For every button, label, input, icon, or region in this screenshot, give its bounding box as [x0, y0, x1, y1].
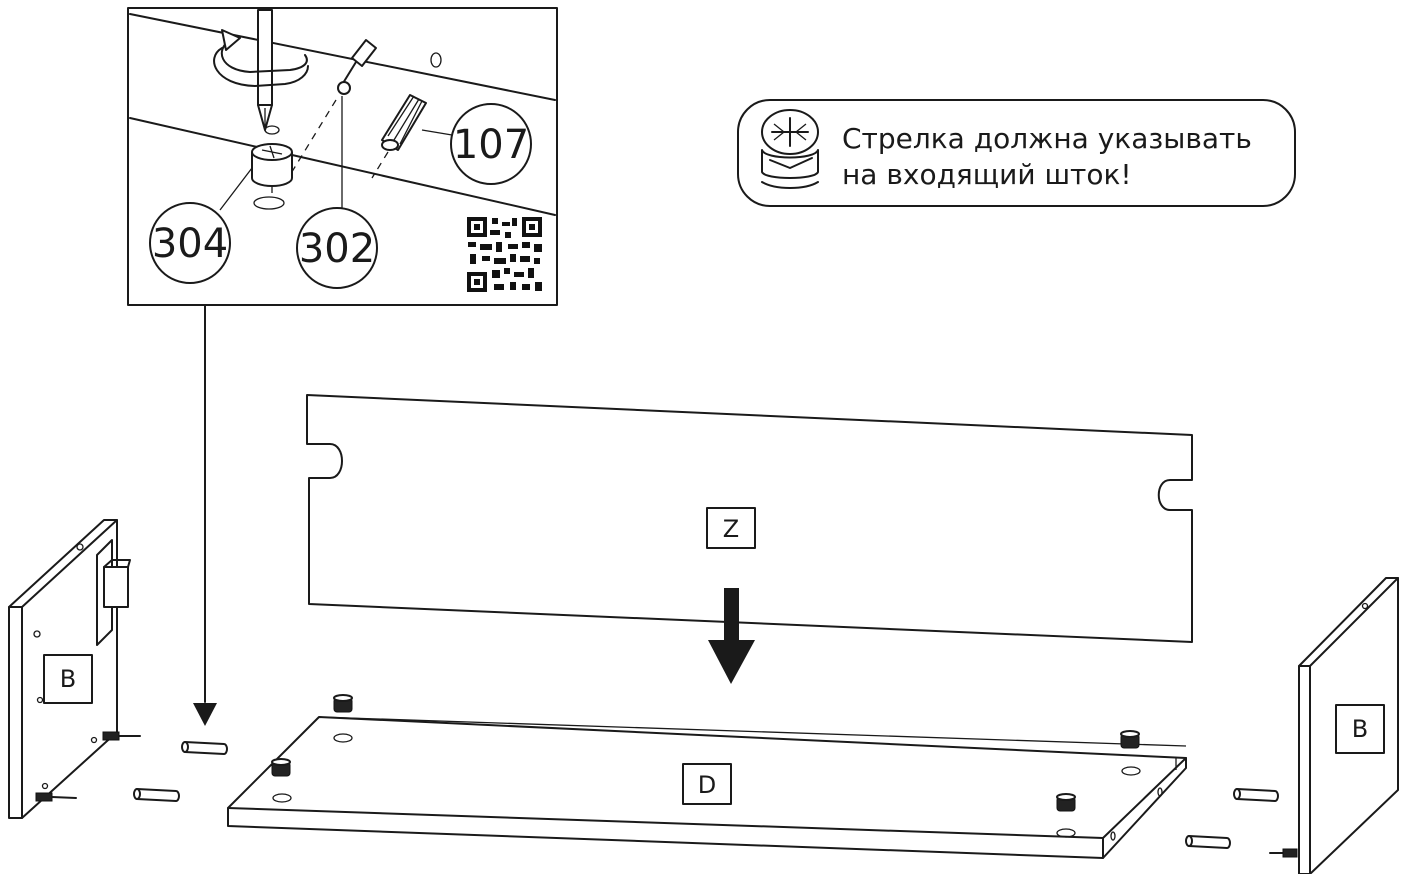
callout-302 [296, 207, 378, 289]
callout-304-label: 304 [152, 221, 228, 267]
dowel-icon [1233, 788, 1279, 802]
note-line-1: Стрелка должна указывать [842, 122, 1252, 155]
back-panel-z: Z [306, 394, 1193, 643]
detail-inset: 107 304 302 [127, 7, 558, 306]
callout-304 [149, 202, 231, 284]
bottom-panel-d: D [227, 694, 1187, 859]
hinge-icon [96, 539, 131, 646]
callout-107 [450, 103, 532, 185]
cam-bolt-302 [289, 39, 377, 218]
part-label-d-box [682, 763, 732, 805]
rotation-arrow-icon [213, 29, 309, 87]
cam-lock-icon [1056, 793, 1076, 812]
part-label-b-left-box [43, 654, 93, 704]
qr-code-icon[interactable] [466, 216, 544, 294]
part-label-b-right-box [1335, 704, 1385, 754]
dowel-icon [133, 788, 180, 802]
right-side-panel-b: B [1269, 577, 1399, 874]
cam-lock-icon [271, 758, 291, 777]
part-label-z: Z [723, 515, 739, 543]
dowel-107 [371, 52, 453, 179]
cam-bolt-icon [35, 792, 77, 802]
left-side-panel-b: B [8, 519, 141, 819]
cam-lock-icon [333, 694, 353, 713]
cam-lock-304 [219, 125, 293, 211]
note-bubble: Стрелка должна указывать на входящий што… [737, 99, 1296, 207]
note-line-2: на входящий шток! [842, 158, 1132, 191]
cam-bolt-icon [102, 731, 141, 741]
dowel-icon [181, 741, 228, 755]
part-label-d: D [698, 771, 716, 799]
part-label-z-box [706, 507, 756, 549]
part-label-b-right: B [1352, 715, 1368, 743]
cam-bolt-icon [1269, 848, 1298, 858]
screwdriver-icon [257, 9, 273, 131]
leader-arrow [193, 304, 217, 726]
cam-lock-icon [1120, 730, 1140, 749]
callout-107-label: 107 [453, 122, 529, 168]
down-arrow-icon [708, 588, 755, 684]
cam-lock-icon [761, 109, 819, 189]
part-label-b-left: B [60, 665, 76, 693]
callout-302-label: 302 [299, 226, 375, 272]
dowel-icon [1185, 835, 1231, 849]
